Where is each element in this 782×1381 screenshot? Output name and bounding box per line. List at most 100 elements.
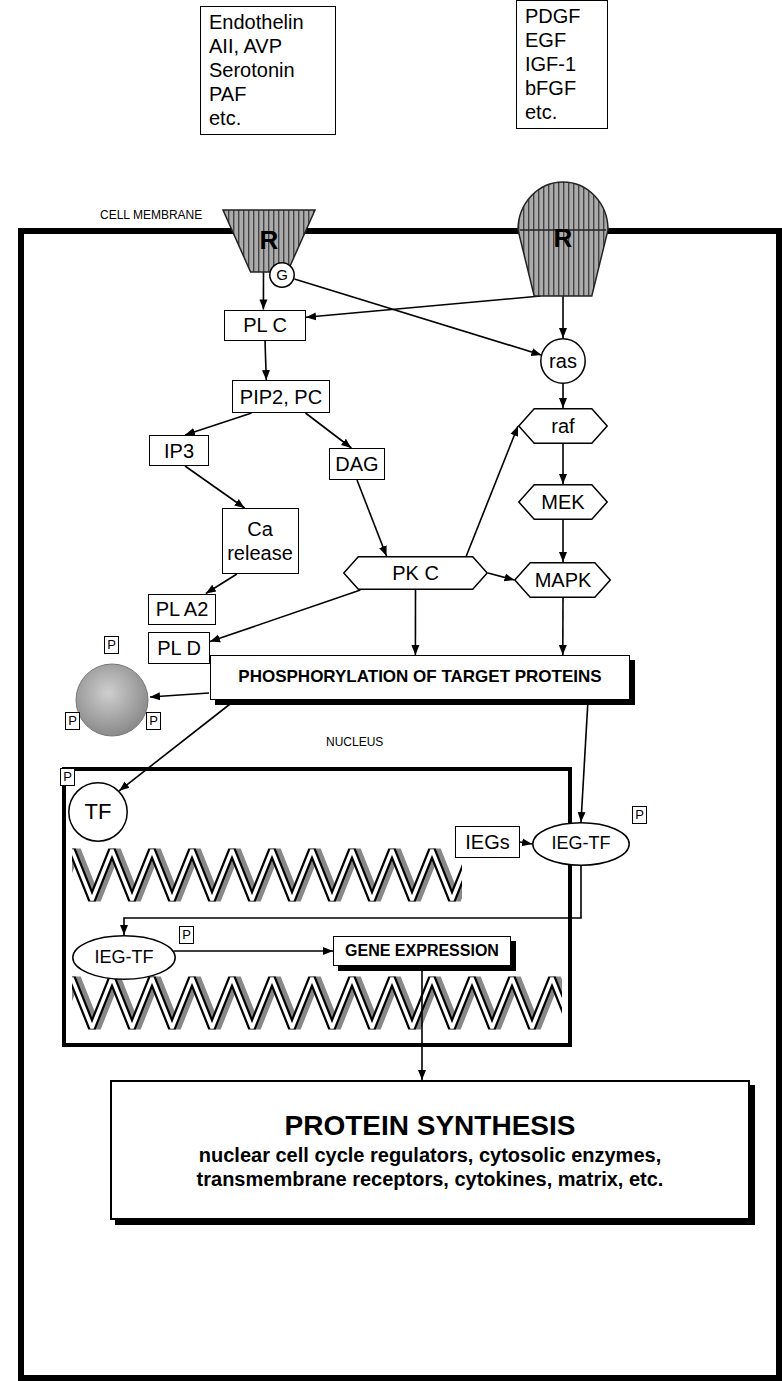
node-label: EGF — [525, 28, 566, 52]
node-label: PDGF — [525, 4, 581, 28]
node-label: P — [68, 713, 77, 729]
signal-arrow — [185, 466, 245, 508]
phosphate-tag: P — [146, 712, 161, 731]
signal-arrow — [174, 950, 333, 952]
phosphate-tag: P — [632, 806, 647, 825]
messenger-box: DAG — [329, 448, 385, 480]
signal-arrow — [562, 296, 564, 338]
g-protein-circle: G — [269, 262, 295, 288]
node-label: PL D — [157, 636, 201, 660]
receptor-gpcr: R — [223, 210, 315, 272]
calcium-box: Ca release — [222, 508, 299, 574]
signal-arrow — [562, 598, 564, 655]
node-label: P — [149, 713, 158, 729]
cell-outline: CELL MEMBRANERRGPL CrasPIP2, PCrafIP3DAG… — [18, 228, 782, 1381]
region-label: CELL MEMBRANE — [100, 208, 202, 222]
signal-arrow — [421, 966, 423, 1080]
node-label: G — [276, 266, 288, 284]
signal-arrow — [265, 341, 266, 381]
node-label: TF — [85, 799, 112, 825]
signal-arrow — [562, 520, 564, 562]
node-label: IEG-TF — [552, 833, 611, 855]
dna-helix — [72, 845, 462, 905]
nucleus-outline: NUCLEUSPTFIEGsIEG-TFPGENE EXPRESSION — [62, 767, 572, 1047]
signal-arrow — [306, 296, 541, 317]
enzyme-box: PL C — [224, 310, 306, 341]
signal-arrow — [306, 413, 352, 448]
messenger-box: IP3 — [149, 435, 209, 466]
node-label: etc. — [525, 100, 557, 124]
signal-arrow — [488, 573, 515, 580]
node-label: IGF-1 — [525, 52, 576, 76]
signal-arrow — [294, 279, 541, 355]
receptor-tyrosine-kinase: R — [518, 182, 608, 296]
output-box: PROTEIN SYNTHESISnuclear cell cycle regu… — [110, 1080, 750, 1220]
node-label: MAPK — [535, 568, 592, 592]
phosphate-tag: P — [60, 768, 75, 787]
signal-arrow — [562, 444, 564, 484]
signal-arrow — [562, 384, 564, 408]
node-label: PIP2, PC — [240, 385, 322, 409]
node-label: P — [63, 769, 72, 785]
node-label: DAG — [335, 452, 378, 476]
node-label: P — [635, 807, 644, 823]
node-label: raf — [551, 414, 574, 438]
process-box: PHOSPHORYLATION OF TARGET PROTEINS — [210, 655, 630, 700]
signal-arrow — [263, 272, 265, 310]
node-label: Ca release — [227, 517, 294, 565]
transcription-factor-ellipse: IEG-TF — [532, 822, 630, 866]
node-label: etc. — [209, 106, 241, 130]
node-label: PL C — [243, 313, 287, 337]
signal-arrow — [185, 413, 252, 435]
node-label: PHOSPHORYLATION OF TARGET PROTEINS — [238, 667, 601, 687]
node-label: Serotonin — [209, 58, 295, 82]
signal-arrow — [520, 842, 532, 844]
enzyme-box: PL D — [148, 632, 210, 664]
phosphate-tag: P — [65, 712, 80, 731]
signal-arrow — [206, 574, 237, 594]
growth-factor-box: PDGFEGFIGF-1bFGFetc. — [516, 0, 608, 129]
kinase-hexagon: MAPK — [514, 562, 611, 598]
transcription-factor-ellipse: IEG-TF — [72, 935, 176, 980]
phosphate-tag: P — [104, 636, 119, 655]
node-label: PAF — [209, 82, 246, 106]
node-label: ras — [549, 349, 577, 373]
gene-box: IEGs — [455, 826, 520, 858]
signal-arrow — [581, 700, 588, 822]
node-label: Endothelin — [209, 10, 304, 34]
transcription-factor-circle: TF — [68, 782, 128, 842]
node-label: P — [182, 927, 191, 943]
node-label: GENE EXPRESSION — [345, 941, 499, 960]
process-box: GENE EXPRESSION — [333, 936, 511, 966]
kinase-hexagon: MEK — [518, 484, 608, 520]
node-label: nuclear cell cycle regulators, cytosolic… — [124, 1143, 736, 1191]
signal-arrow — [415, 590, 417, 655]
signal-arrow — [150, 693, 209, 697]
node-label: IEG-TF — [95, 947, 154, 969]
signal-arrow — [466, 426, 518, 556]
node-label: PROTEIN SYNTHESIS — [285, 1109, 576, 1143]
node-label: PL A2 — [156, 597, 209, 621]
node-label: PK C — [392, 561, 439, 585]
region-label: NUCLEUS — [326, 735, 383, 749]
agonist-box: EndothelinAII, AVPSerotoninPAFetc. — [200, 6, 336, 135]
lipid-box: PIP2, PC — [232, 380, 330, 413]
node-label: IEGs — [465, 830, 509, 854]
signal-arrow — [119, 700, 235, 791]
node-label: IP3 — [164, 439, 194, 463]
kinase-hexagon: raf — [518, 408, 608, 444]
node-label: P — [107, 637, 116, 653]
enzyme-box: PL A2 — [148, 594, 216, 625]
node-label: MEK — [541, 490, 584, 514]
phosphate-tag: P — [179, 926, 194, 945]
dna-helix — [72, 973, 562, 1033]
target-protein — [76, 664, 148, 736]
node-label: R — [260, 225, 279, 256]
node-label: R — [554, 223, 573, 254]
node-label: AII, AVP — [209, 34, 282, 58]
signal-arrow — [124, 866, 581, 935]
node-label: bFGF — [525, 76, 576, 100]
ras-circle: ras — [540, 338, 586, 384]
kinase-hexagon: PK C — [343, 556, 488, 590]
